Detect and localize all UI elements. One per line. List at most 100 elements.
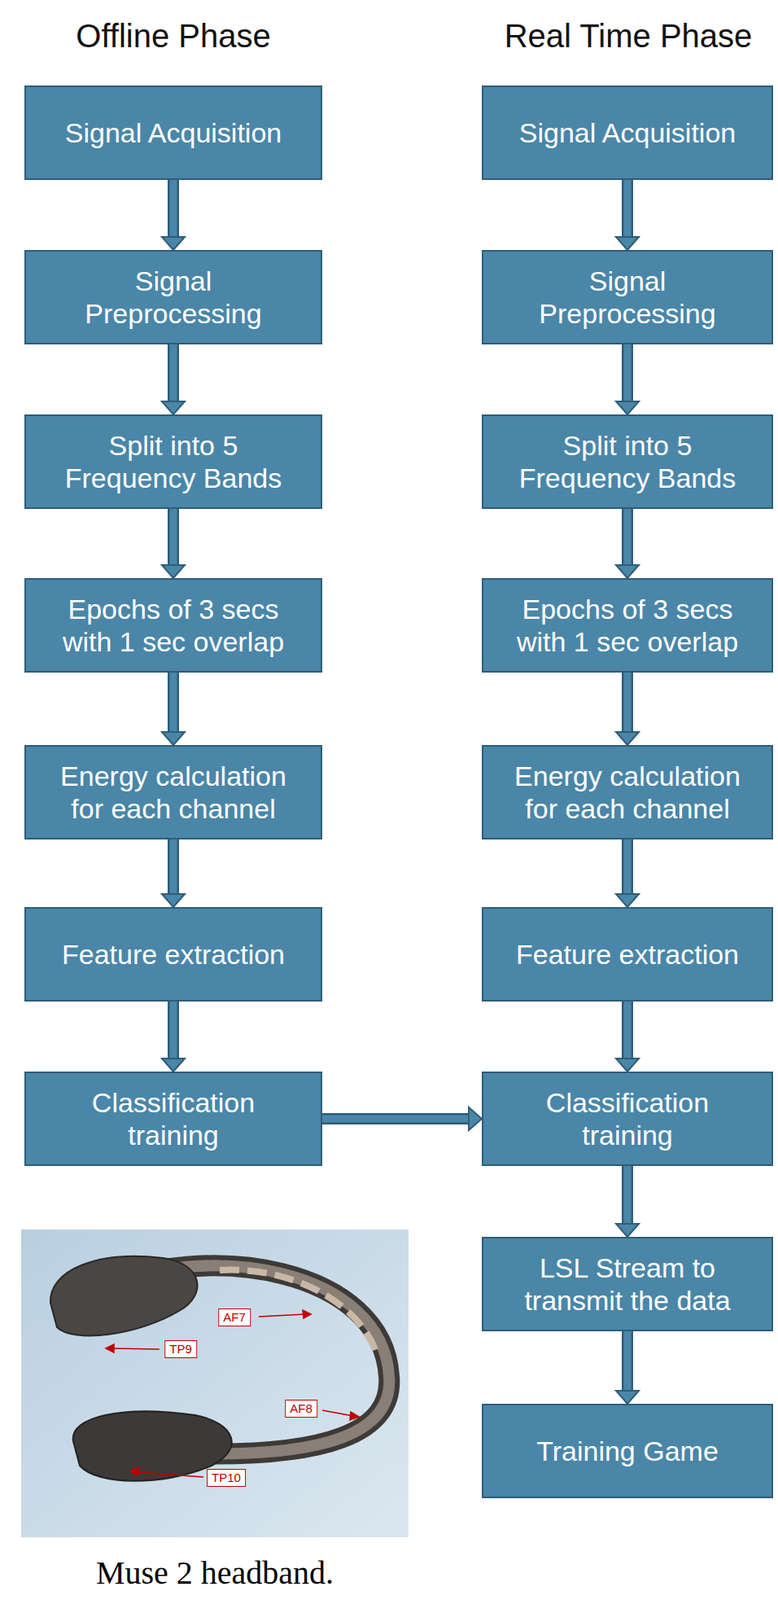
- process-box: Signal Acquisition: [481, 85, 774, 180]
- box-label: Epochs of 3 secs with 1 sec overlap: [43, 592, 304, 658]
- flow-arrow: [616, 179, 639, 250]
- electrode-label: TP10: [206, 1468, 246, 1487]
- arrow-shaft: [624, 1330, 632, 1391]
- arrow-outline: [167, 344, 180, 403]
- flow-arrow: [616, 1330, 639, 1404]
- arrow-head: [616, 893, 639, 907]
- process-box: Training Game: [481, 1403, 774, 1498]
- process-box: LSL Stream to transmit the data: [481, 1236, 774, 1331]
- arrow-head: [616, 1057, 639, 1071]
- electrode-label: AF8: [284, 1398, 318, 1417]
- box-label: Signal Preprocessing: [43, 264, 304, 330]
- arrow-head: [616, 1389, 639, 1404]
- box-label: Signal Acquisition: [65, 116, 283, 149]
- arrow-outline: [167, 508, 180, 566]
- arrow-outline: [167, 1000, 180, 1059]
- arrow-head: [161, 236, 185, 250]
- arrow-outline: [621, 1330, 634, 1391]
- flow-arrow: [616, 839, 639, 907]
- arrow-outline: [167, 179, 180, 238]
- arrow-head: [616, 401, 639, 415]
- arrow-shaft: [170, 344, 178, 403]
- electrode-label: TP9: [164, 1339, 197, 1358]
- box-label: Classification training: [43, 1085, 304, 1151]
- arrow-head: [616, 731, 639, 745]
- arrow-outline: [621, 672, 634, 733]
- flow-arrow: [161, 1000, 185, 1071]
- flow-arrow: [322, 1106, 482, 1130]
- process-box: Energy calculation for each channel: [481, 744, 774, 840]
- arrow-shaft: [624, 179, 632, 238]
- flow-arrow: [616, 508, 639, 578]
- arrow-outline: [621, 344, 634, 403]
- column-heading: Real Time Phase: [504, 17, 753, 55]
- electrode-label: AF7: [218, 1307, 251, 1326]
- arrow-head: [616, 564, 639, 578]
- arrow-head: [161, 1057, 185, 1071]
- box-label: Signal Acquisition: [519, 116, 737, 149]
- arrow-shaft: [322, 1114, 470, 1123]
- arrow-head: [468, 1106, 482, 1130]
- arrow-shaft: [624, 344, 632, 403]
- flow-arrow: [161, 839, 185, 907]
- arrow-outline: [621, 839, 634, 895]
- figure-caption: Muse 2 headband.: [96, 1552, 334, 1591]
- box-label: Feature extraction: [515, 937, 739, 971]
- box-label: Split into 5 Frequency Bands: [497, 428, 758, 494]
- leader-lines: [105, 1309, 359, 1477]
- process-box: Split into 5 Frequency Bands: [481, 414, 774, 509]
- flow-arrow: [161, 672, 185, 745]
- box-label: Classification training: [497, 1085, 758, 1151]
- upper-pod: [50, 1255, 198, 1336]
- arrow-outline: [621, 1165, 634, 1224]
- process-box: Epochs of 3 secs with 1 sec overlap: [24, 577, 323, 673]
- arrow-outline: [322, 1112, 470, 1124]
- arrow-head: [616, 236, 639, 250]
- process-box: Feature extraction: [24, 906, 323, 1001]
- arrow-shaft: [170, 179, 178, 238]
- box-label: Training Game: [536, 1433, 719, 1467]
- process-box: Classification training: [24, 1070, 323, 1166]
- process-box: Signal Preprocessing: [481, 249, 774, 345]
- flow-arrow: [161, 508, 185, 578]
- arrow-outline: [167, 672, 180, 733]
- arrow-head: [161, 564, 185, 578]
- flow-arrow: [161, 179, 185, 250]
- process-box: Feature extraction: [481, 906, 774, 1001]
- arrow-shaft: [170, 672, 178, 733]
- arrow-outline: [621, 1000, 634, 1059]
- process-box: Signal Preprocessing: [24, 249, 323, 345]
- arrow-head: [161, 893, 185, 907]
- process-box: Split into 5 Frequency Bands: [24, 414, 323, 509]
- flow-arrow: [616, 1000, 639, 1071]
- column-heading: Offline Phase: [75, 17, 271, 55]
- process-box: Epochs of 3 secs with 1 sec overlap: [481, 577, 774, 673]
- arrow-shaft: [624, 672, 632, 733]
- arrow-head: [161, 401, 185, 415]
- arrow-head: [616, 1223, 639, 1237]
- arrow-shaft: [170, 1000, 178, 1059]
- arrow-shaft: [624, 1000, 632, 1059]
- flow-arrow: [161, 344, 185, 415]
- process-box: Signal Acquisition: [24, 85, 323, 180]
- box-label: Energy calculation for each channel: [497, 759, 758, 825]
- flow-arrow: [616, 1165, 639, 1237]
- box-label: Signal Preprocessing: [497, 264, 758, 330]
- arrow-head: [161, 731, 185, 745]
- box-label: Energy calculation for each channel: [43, 759, 304, 825]
- arrow-shaft: [170, 508, 178, 566]
- arrow-outline: [621, 179, 634, 238]
- box-label: Split into 5 Frequency Bands: [43, 428, 304, 494]
- arrow-outline: [621, 508, 634, 566]
- photo-ground: [21, 1228, 409, 1537]
- process-box: Energy calculation for each channel: [24, 744, 323, 840]
- arrow-shaft: [624, 839, 632, 895]
- arrow-shaft: [624, 508, 632, 566]
- box-label: Epochs of 3 secs with 1 sec overlap: [497, 592, 758, 658]
- arrow-outline: [167, 839, 180, 895]
- arrow-shaft: [624, 1165, 632, 1224]
- flow-arrow: [616, 344, 639, 415]
- process-box: Classification training: [481, 1070, 774, 1166]
- arrow-shaft: [170, 839, 178, 895]
- box-label: Feature extraction: [61, 937, 285, 971]
